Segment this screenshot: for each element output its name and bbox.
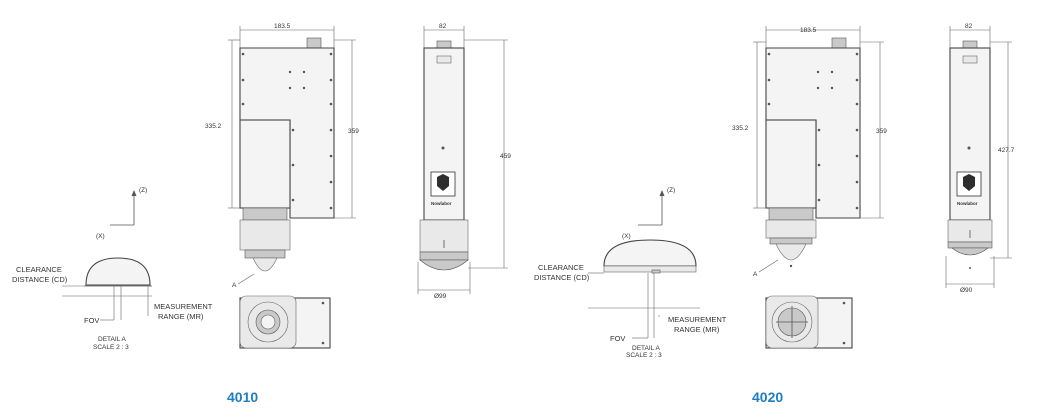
front-view-4010: 183.5 335.2 359 A [205, 23, 359, 289]
clearance-label-4010-line2: DISTANCE (CD) [12, 275, 68, 284]
measurement-label-4010-line1: MEASUREMENT [154, 302, 213, 311]
detail-scale-4020: SCALE 2 : 3 [626, 352, 662, 359]
axis-z-label-4020: (Z) [667, 187, 675, 194]
brand-text-4010: Nowlabor [431, 201, 452, 206]
front-view-4020: 183.5 335.2 359 A [732, 26, 887, 278]
measurement-label-4020-line1: MEASUREMENT [668, 315, 727, 324]
dim-width-4010-side: 82 [439, 23, 447, 30]
bottom-view-4020 [765, 295, 853, 349]
axis-x-label-4020: (X) [622, 233, 631, 240]
bottom-view-4010 [239, 295, 331, 349]
screw-holes-4020 [767, 52, 859, 210]
measurement-label-4020-line2: RANGE (MR) [674, 325, 720, 334]
axis-x-label-4010: (X) [96, 233, 105, 240]
measurement-label-4010-line2: RANGE (MR) [158, 312, 204, 321]
dim-h2-4020-front: 359 [876, 128, 887, 135]
fov-label-4020: FOV [610, 334, 625, 343]
dim-width-4010-front: 183.5 [274, 23, 291, 30]
brand-text-4020: Nowlabor [957, 201, 978, 206]
detail-title-4010: DETAIL A [98, 336, 126, 343]
dim-width-4020-front: 183.5 [800, 27, 817, 34]
dim-h2-4010-front: 359 [348, 128, 359, 135]
axis-indicator-4010: (Z) (X) [96, 187, 147, 240]
side-view-4010: 82 Nowlabor 459 Ø99 [417, 23, 511, 300]
dim-h1-4010-front: 335.2 [205, 123, 222, 130]
screw-holes-4010 [241, 52, 333, 210]
fov-label-4010: FOV [84, 316, 99, 325]
clearance-label-4020-line2: DISTANCE (CD) [534, 273, 590, 282]
detail-scale-4010: SCALE 2 : 3 [93, 344, 129, 351]
dim-h1-4020-front: 335.2 [732, 125, 749, 132]
axis-z-label-4010: (Z) [139, 187, 147, 194]
dim-diam-4020-side: Ø90 [960, 287, 973, 294]
clearance-label-4010-line1: CLEARANCE [16, 265, 62, 274]
detail-a-4020: CLEARANCE DISTANCE (CD) MEASUREMENT RANG… [534, 239, 727, 359]
dim-diam-4010-side: Ø99 [434, 293, 447, 300]
model-label-4010: 4010 [227, 389, 258, 405]
axis-indicator-4020: (Z) (X) [622, 187, 675, 240]
dim-width-4020-side: 82 [965, 23, 973, 30]
side-view-4020: 82 Nowlabor 427.7 Ø90 [945, 23, 1015, 294]
detail-callout-4010: A [232, 282, 237, 289]
dim-height-4010-side: 459 [500, 153, 511, 160]
detail-callout-4020: A [753, 271, 758, 278]
detail-a-4010: CLEARANCE DISTANCE (CD) MEASUREMENT RANG… [12, 257, 213, 351]
dim-height-4020-side: 427.7 [998, 147, 1015, 154]
detail-title-4020: DETAIL A [632, 345, 660, 352]
model-label-4020: 4020 [752, 389, 783, 405]
clearance-label-4020-line1: CLEARANCE [538, 263, 584, 272]
